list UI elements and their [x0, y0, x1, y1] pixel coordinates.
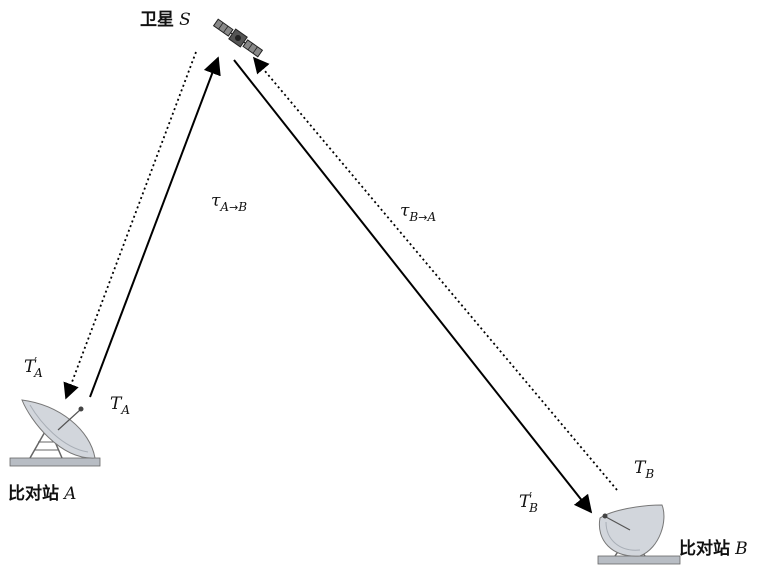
station-b-label: 比对站 B [679, 541, 748, 558]
station-b-name: 比对站 [679, 539, 730, 559]
station-a-label: 比对站 A [8, 486, 76, 503]
station-b-symbol: B [735, 539, 748, 559]
time-label-ta: TA [110, 394, 131, 417]
satellite-icon [212, 18, 264, 58]
satellite-name: 卫星 [140, 10, 174, 30]
signal-path-b-to-satellite [252, 56, 618, 491]
signal-path-a-to-satellite [89, 56, 221, 398]
signal-path-satellite-to-a [63, 51, 197, 400]
signal-path-satellite-to-b [233, 59, 593, 514]
station-b-dish-icon [597, 504, 681, 565]
satellite-label: 卫星 S [140, 12, 191, 29]
station-a-symbol: A [64, 484, 77, 504]
time-label-tb-prime: T′B [519, 490, 538, 515]
satellite-symbol: S [179, 10, 191, 30]
station-a-name: 比对站 [8, 484, 59, 504]
station-a-dish-icon [9, 399, 101, 467]
time-label-tb: TB [634, 458, 655, 481]
time-label-ta-prime: T′A [24, 355, 43, 380]
delay-label-b-to-a: τB→A [400, 201, 437, 224]
delay-label-a-to-b: τA→B [211, 191, 248, 214]
